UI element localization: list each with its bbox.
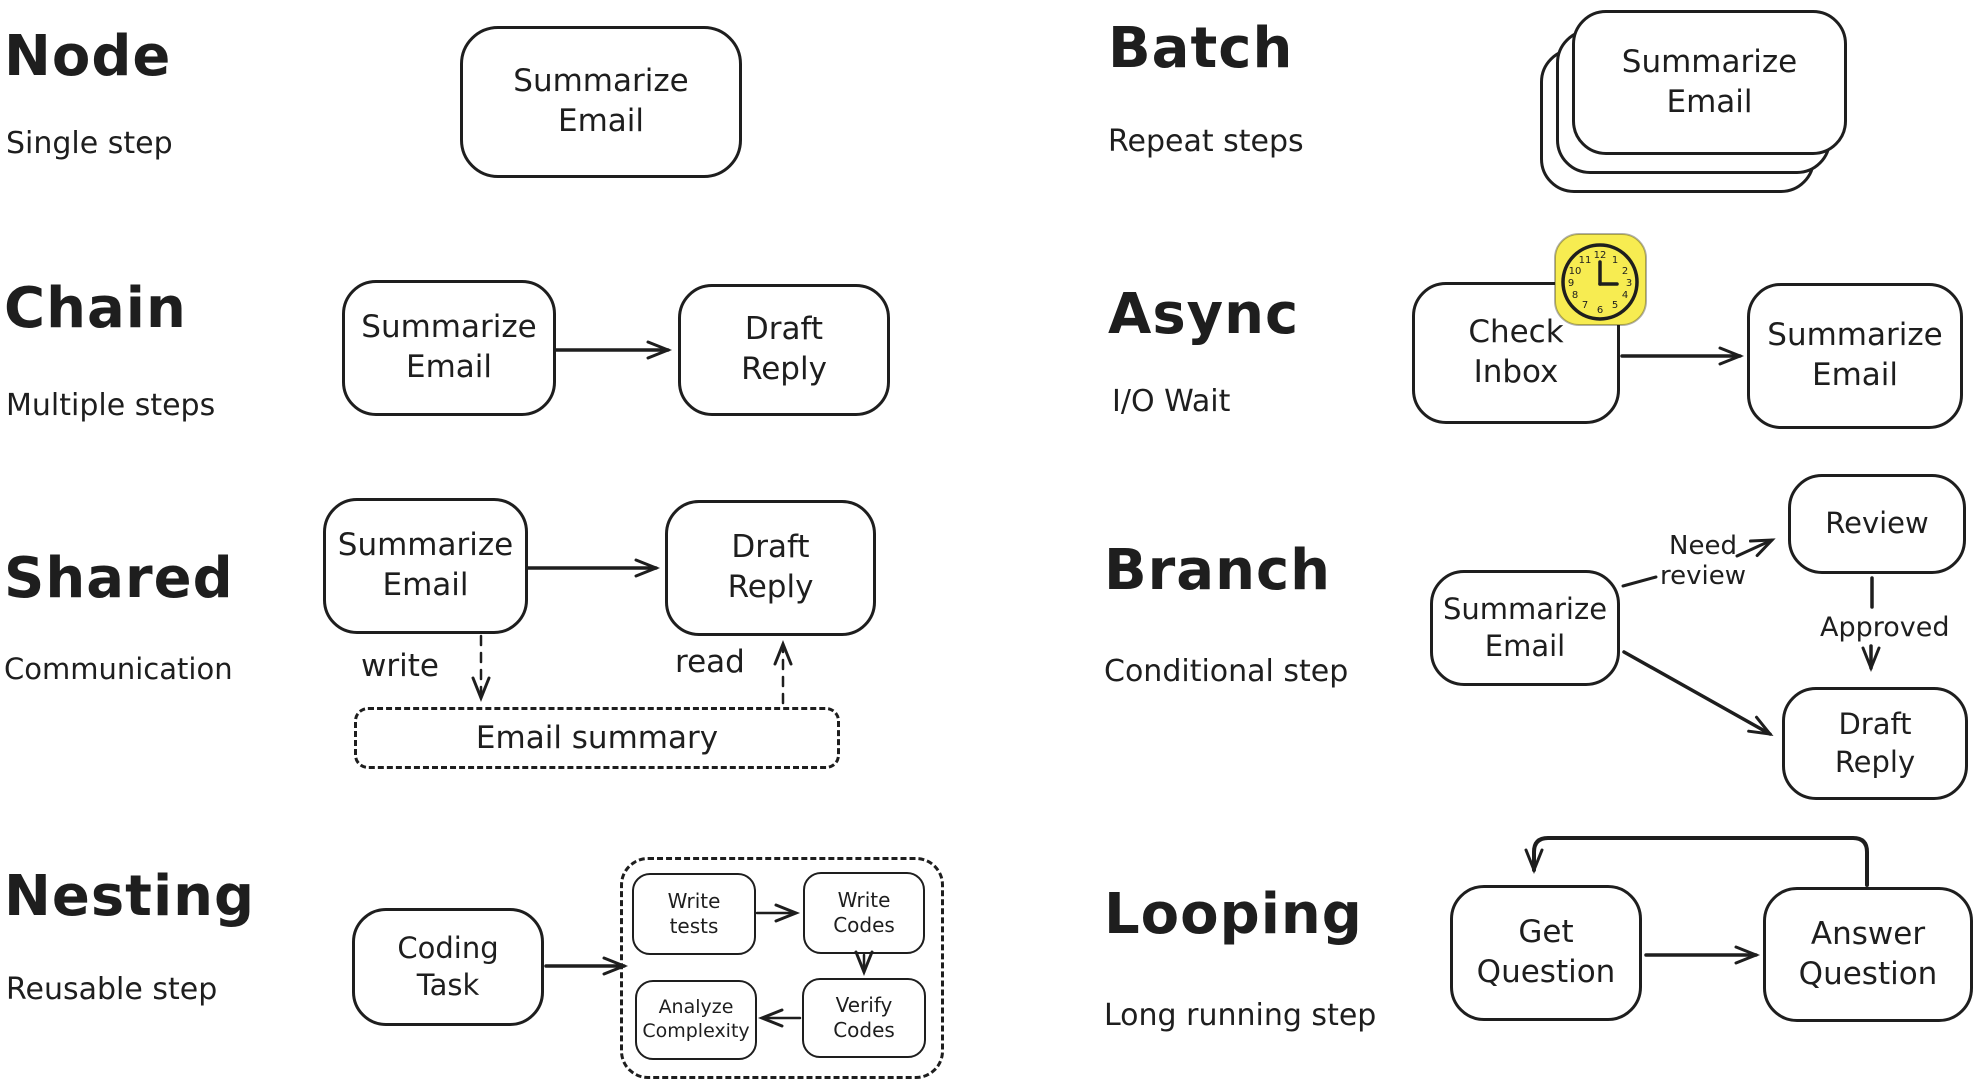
node-box-summarize-email: Summarize Email [460, 26, 742, 178]
clock-number: 6 [1597, 305, 1603, 316]
section-async-subtitle: I/O Wait [1112, 384, 1231, 419]
nesting-box-coding-task: Coding Task [352, 908, 544, 1026]
section-looping-subtitle: Long running step [1104, 998, 1377, 1033]
section-looping-title: Looping [1104, 882, 1363, 947]
section-shared-title: Shared [4, 546, 234, 611]
chain-box-draft-reply: Draft Reply [678, 284, 890, 416]
arrow-branch-needreview-tail [1621, 575, 1658, 588]
branch-box-review: Review [1788, 474, 1966, 574]
clock-icon: 12 1 2 3 4 5 6 7 8 9 10 11 [1554, 233, 1647, 326]
nesting-box-analyze-complexity: Analyze Complexity [635, 980, 757, 1060]
nesting-box-write-tests: Write tests [632, 873, 756, 955]
clock-number: 7 [1582, 300, 1588, 311]
shared-box-summarize-email: Summarize Email [323, 498, 528, 634]
section-chain-title: Chain [4, 276, 187, 341]
section-shared-subtitle: Communication [4, 652, 233, 686]
shared-box-draft-reply: Draft Reply [665, 500, 876, 636]
clock-number: 1 [1612, 255, 1618, 266]
shared-store-email-summary: Email summary [354, 707, 840, 769]
section-nesting-subtitle: Reusable step [6, 972, 218, 1007]
looping-box-answer-question: Answer Question [1763, 887, 1973, 1022]
edge-label-write: write [361, 648, 439, 684]
section-nesting-title: Nesting [4, 864, 256, 929]
section-branch-title: Branch [1104, 538, 1332, 603]
clock-number: 4 [1622, 290, 1628, 301]
clock-number: 9 [1568, 278, 1574, 289]
chain-box-summarize-email: Summarize Email [342, 280, 556, 416]
nesting-box-verify-codes: Verify Codes [802, 978, 926, 1058]
section-async-title: Async [1108, 282, 1300, 347]
edge-label-read: read [675, 644, 745, 680]
clock-number: 8 [1572, 290, 1578, 301]
arrow-looping-loopback [1524, 836, 1869, 887]
clock-number: 3 [1626, 278, 1632, 289]
clock-number: 2 [1622, 266, 1628, 277]
clock-number: 10 [1569, 266, 1582, 277]
branch-box-draft-reply: Draft Reply [1782, 687, 1968, 800]
async-box-summarize-email: Summarize Email [1747, 283, 1963, 429]
edge-label-need-review: Need review [1660, 531, 1746, 591]
clock-number: 5 [1612, 300, 1618, 311]
clock-number: 12 [1594, 250, 1607, 261]
section-batch-subtitle: Repeat steps [1108, 124, 1304, 159]
batch-card-front-summarize-email: Summarize Email [1572, 10, 1847, 155]
looping-box-get-question: Get Question [1450, 885, 1642, 1021]
nesting-box-write-codes: Write Codes [803, 872, 925, 954]
section-branch-subtitle: Conditional step [1104, 654, 1349, 689]
section-chain-subtitle: Multiple steps [6, 388, 216, 423]
arrow-branch-summarize-to-draft [1622, 650, 1774, 736]
edge-label-approved: Approved [1820, 612, 1950, 643]
section-node-subtitle: Single step [6, 126, 173, 161]
section-batch-title: Batch [1108, 16, 1294, 81]
clock-hands [1598, 260, 1619, 286]
branch-box-summarize-email: Summarize Email [1430, 570, 1620, 686]
clock-number: 11 [1579, 255, 1592, 266]
section-node-title: Node [4, 24, 172, 89]
